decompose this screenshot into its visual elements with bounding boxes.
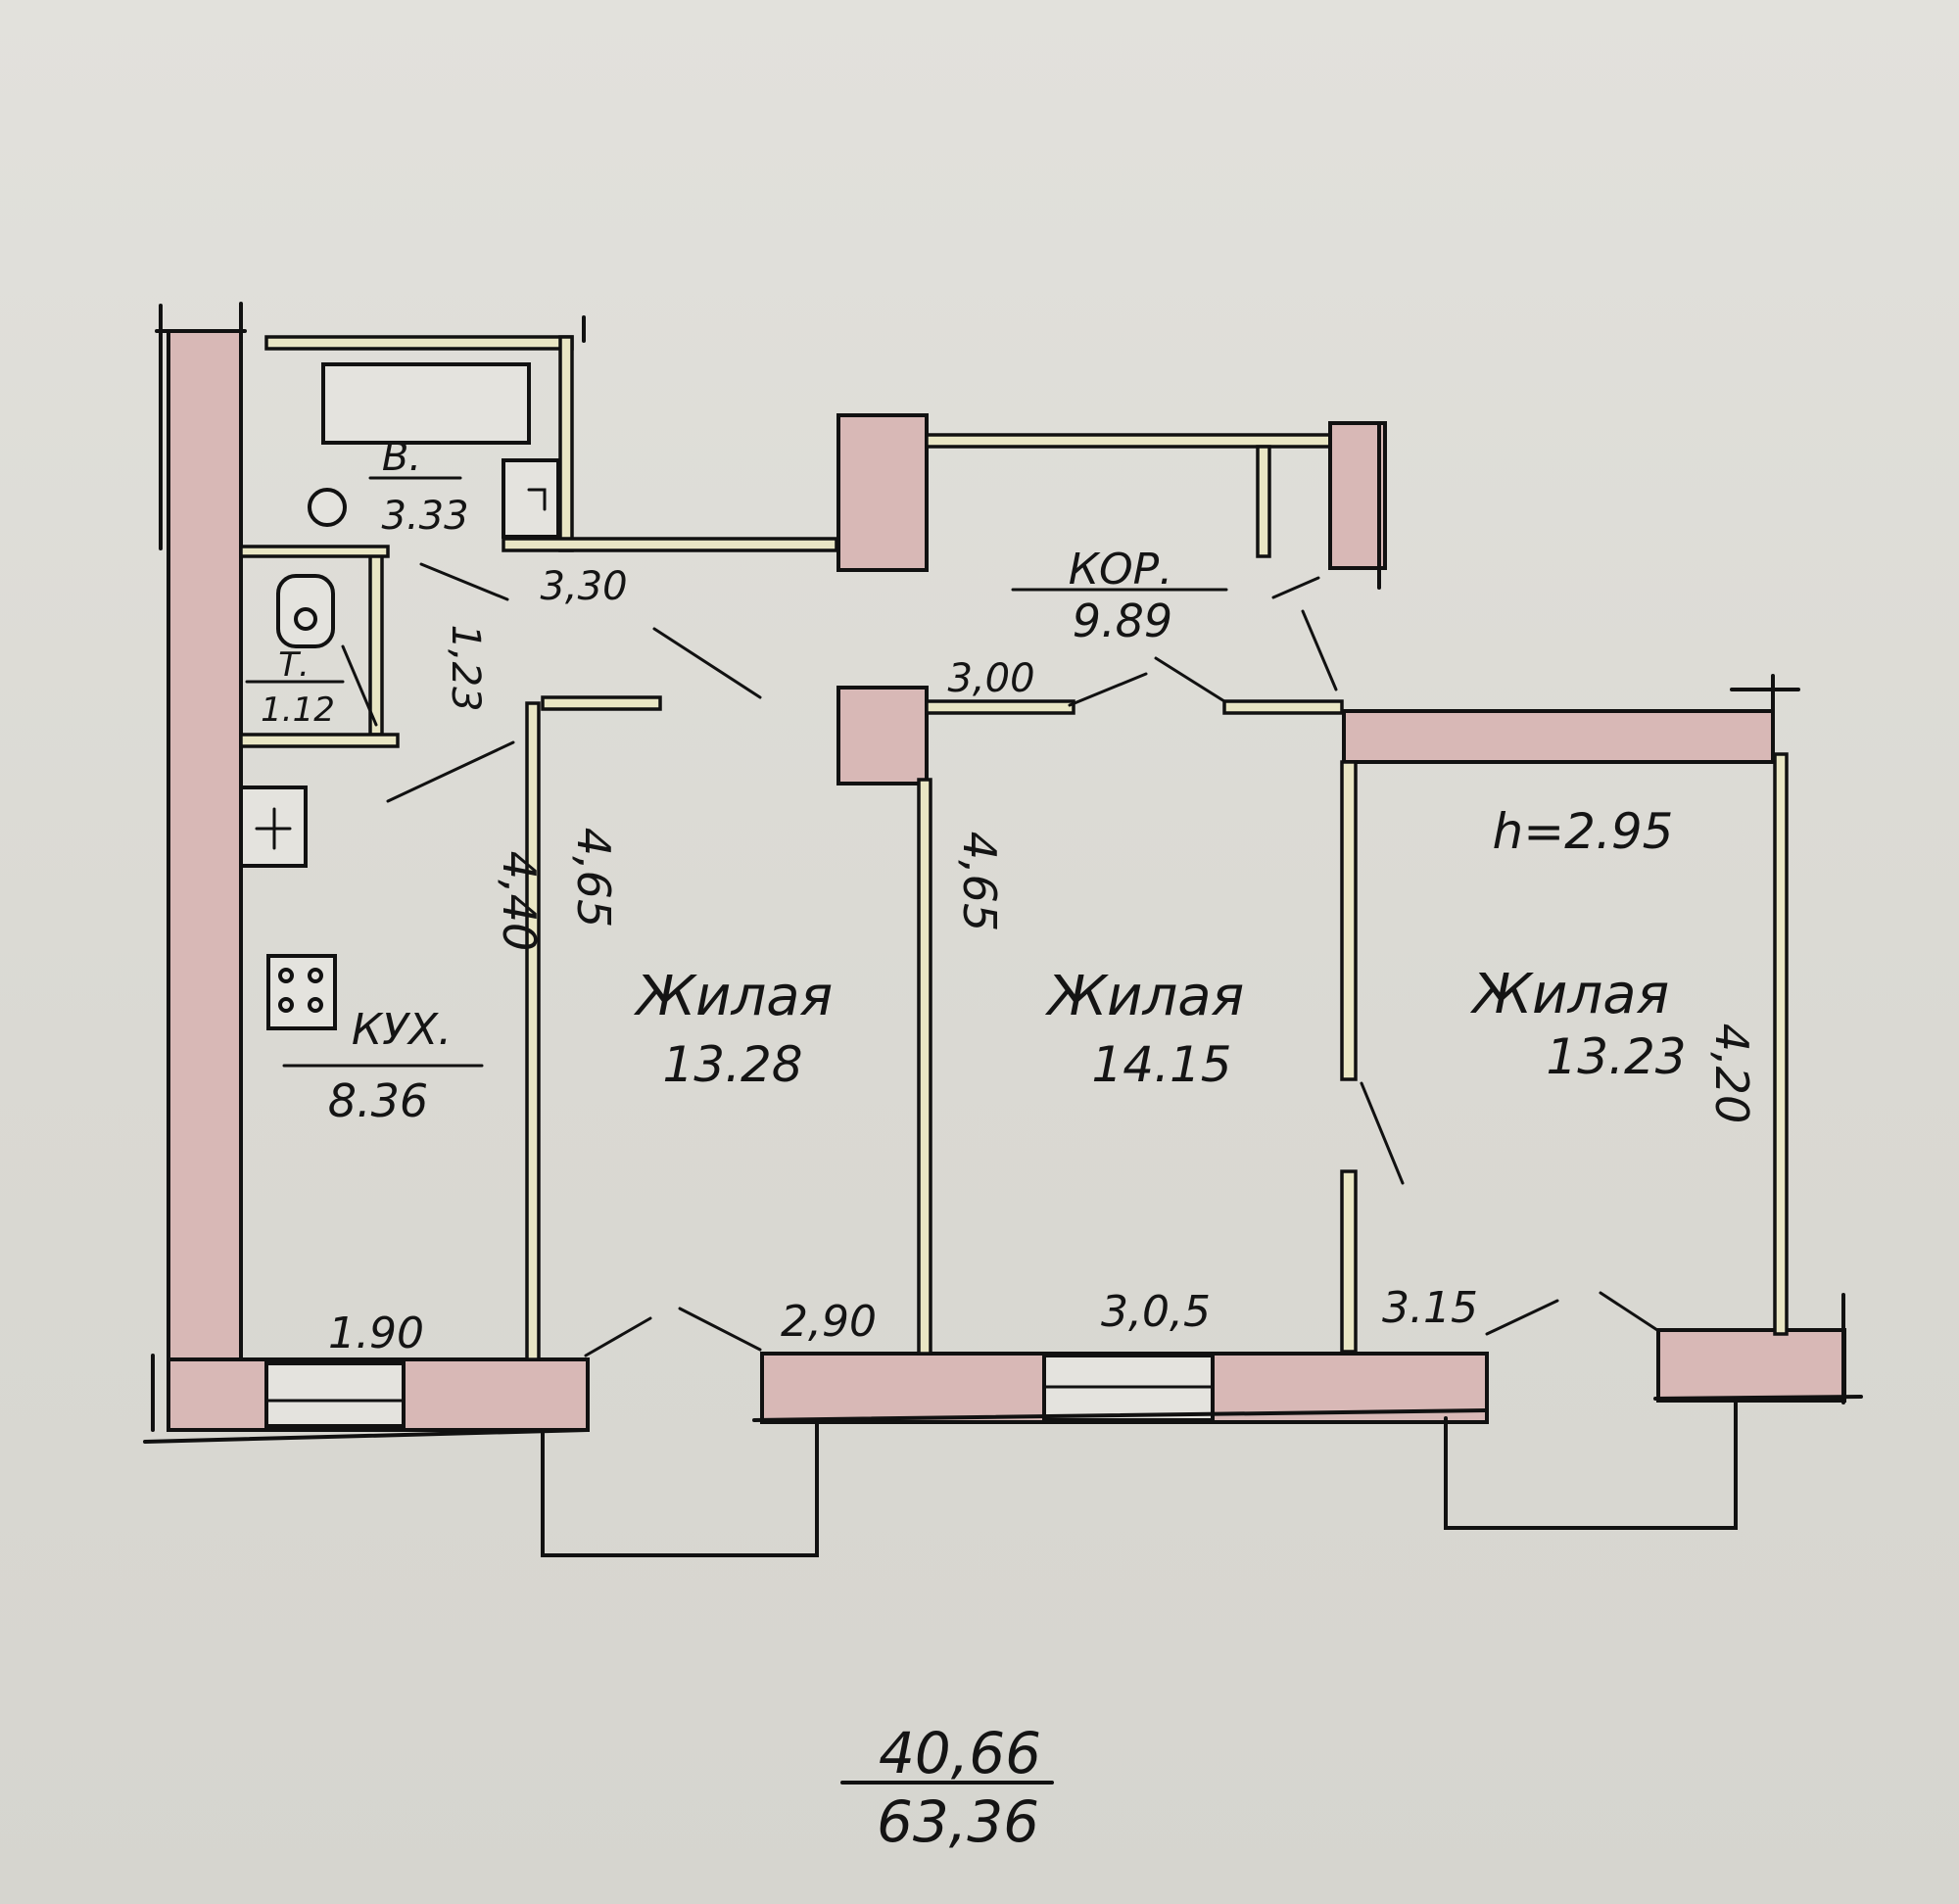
door-kitchen bbox=[386, 740, 515, 803]
door-room2 bbox=[1068, 672, 1148, 707]
dim-kitchen-length-1: 4,40 bbox=[493, 851, 546, 951]
door-bath bbox=[419, 562, 509, 601]
dim-room1-width: 2,90 bbox=[781, 1297, 877, 1347]
total-living-area: 40,66 bbox=[879, 1720, 1041, 1786]
door-living-corridor bbox=[1154, 656, 1226, 703]
washbasin bbox=[502, 458, 560, 539]
stove-burner-2 bbox=[308, 968, 323, 983]
toilet-label: Т. bbox=[278, 645, 310, 685]
balcony-right bbox=[1444, 1397, 1738, 1530]
dim-room3-width: 3.15 bbox=[1382, 1283, 1478, 1333]
corridor-niche-wall bbox=[1256, 445, 1271, 558]
kitchen-area: 8.36 bbox=[328, 1074, 428, 1127]
partition-corridor-left bbox=[541, 695, 662, 711]
door-toilet bbox=[341, 644, 378, 727]
stove-burner-4 bbox=[308, 997, 323, 1013]
bath-label: В. bbox=[382, 435, 421, 480]
bath-top-wall bbox=[264, 335, 574, 351]
toilet-area: 1.12 bbox=[261, 690, 335, 730]
total-area: 63,36 bbox=[877, 1788, 1039, 1855]
door-room1 bbox=[652, 627, 762, 699]
washbasin-tap bbox=[527, 488, 547, 511]
bath-area: 3.33 bbox=[381, 494, 468, 539]
window-kitchen bbox=[264, 1361, 406, 1428]
living3-label: Жилая bbox=[1470, 963, 1670, 1026]
door-room3 bbox=[1360, 1081, 1405, 1185]
dim-room2-length: 4,65 bbox=[953, 832, 1006, 931]
toilet-seat bbox=[294, 607, 317, 631]
partition-room2-room3-upper bbox=[1340, 760, 1358, 1081]
living2-label: Жилая bbox=[1045, 965, 1245, 1028]
bath-toilet-wall bbox=[239, 545, 390, 558]
corridor-column-left bbox=[836, 413, 929, 572]
sink-round bbox=[308, 488, 347, 527]
tick-bottom-mid bbox=[752, 1408, 1489, 1422]
bathtub bbox=[321, 362, 531, 445]
bath-right-wall bbox=[558, 335, 574, 552]
corridor-area: 9.89 bbox=[1073, 595, 1172, 647]
ceiling-height: h=2.95 bbox=[1493, 803, 1674, 860]
dim-room2-width: 3,0,5 bbox=[1101, 1287, 1211, 1337]
partition-kitchen-room1 bbox=[525, 701, 541, 1361]
toilet-partition bbox=[368, 552, 384, 737]
dim-kitchen-width: 1.90 bbox=[328, 1309, 424, 1358]
dim-corridor-width: 3,00 bbox=[947, 656, 1034, 701]
stove bbox=[266, 954, 337, 1030]
partition-corridor-right bbox=[1222, 699, 1344, 715]
partition-room1-room2 bbox=[917, 778, 932, 1356]
partition-corridor-mid bbox=[925, 699, 1075, 715]
room3-right-wall bbox=[1773, 752, 1789, 1336]
living1-area: 13.28 bbox=[662, 1036, 802, 1093]
corridor-top-wall bbox=[925, 433, 1334, 449]
door-balcony-1 bbox=[584, 1316, 652, 1357]
living3-area: 13.23 bbox=[1546, 1028, 1686, 1085]
door-room3-entry bbox=[1301, 609, 1338, 691]
dim-kitchen-length-2: 4,65 bbox=[567, 828, 620, 928]
living2-area: 14.15 bbox=[1091, 1036, 1231, 1093]
tick-bottom-right bbox=[1653, 1395, 1863, 1401]
toilet-bottom-wall bbox=[239, 733, 400, 748]
door-balcony-2 bbox=[1485, 1299, 1559, 1336]
stove-burner-1 bbox=[278, 968, 294, 983]
door-entrance bbox=[1271, 576, 1320, 599]
corridor-label: КОР. bbox=[1069, 545, 1172, 595]
tick-bottom-base bbox=[143, 1428, 590, 1444]
kitchen-label: КУХ. bbox=[352, 1005, 452, 1055]
dim-toilet-length: 1,23 bbox=[443, 624, 488, 711]
bath-bottom-wall bbox=[502, 537, 838, 552]
door-balcony-2b bbox=[1599, 1291, 1659, 1332]
dim-room3-length: 4,20 bbox=[1705, 1023, 1758, 1123]
room3-top-wall bbox=[1342, 709, 1775, 764]
corridor-pier-center bbox=[836, 686, 929, 785]
dim-bath-length: 3,30 bbox=[540, 564, 627, 609]
door-balcony-1b bbox=[678, 1307, 762, 1352]
left-outer-wall bbox=[167, 329, 243, 1410]
bottom-wall-right bbox=[1656, 1328, 1846, 1403]
partition-room2-room3-lower bbox=[1340, 1169, 1358, 1354]
stove-burner-3 bbox=[278, 997, 294, 1013]
corridor-column-right bbox=[1328, 421, 1387, 570]
balcony-left bbox=[541, 1422, 819, 1557]
living1-label: Жилая bbox=[634, 965, 834, 1028]
